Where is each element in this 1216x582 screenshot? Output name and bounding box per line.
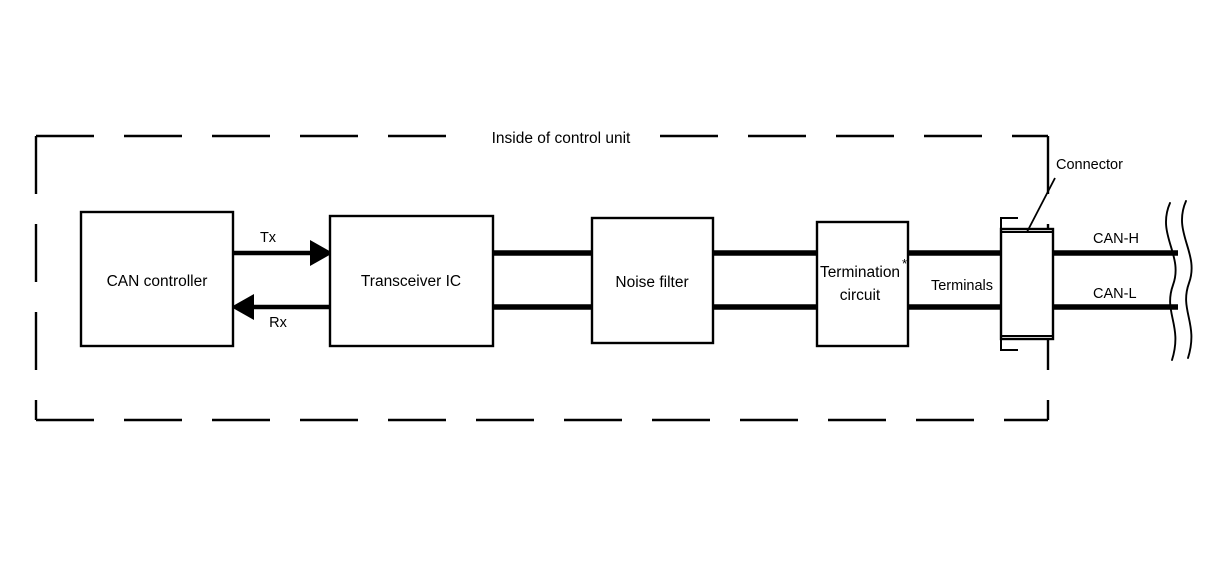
terminals-label: Terminals [931, 278, 993, 294]
connector-body [999, 217, 1055, 351]
harness-break-wave-1 [1165, 202, 1177, 361]
noise-filter-box [590, 216, 715, 345]
connector-leader-line [1026, 177, 1056, 233]
noise-filter-label: Noise filter [615, 274, 688, 291]
rx-arrow-head [231, 294, 254, 320]
block-transceiver-ic: Transceiver IC [328, 214, 495, 348]
harness-break-symbol [1165, 200, 1193, 361]
termination-circuit-footnote-asterisk: * [902, 256, 907, 271]
block-termination-circuit: Termination * circuit [815, 220, 910, 348]
termination-circuit-label-line2: circuit [840, 287, 881, 304]
tx-arrow-head [310, 240, 333, 266]
tx-label: Tx [260, 230, 277, 246]
block-can-controller: CAN controller [79, 210, 235, 348]
termination-circuit-box [815, 220, 910, 348]
harness-break-wave-2 [1181, 200, 1193, 359]
rx-label: Rx [269, 315, 287, 331]
connector-box [999, 227, 1055, 341]
rx-signal: Rx [231, 294, 332, 331]
connector-callout: Connector [1026, 157, 1123, 233]
transceiver-ic-box [328, 214, 495, 348]
connector-label: Connector [1056, 157, 1123, 173]
transceiver-ic-label: Transceiver IC [361, 273, 461, 290]
bus-wiring [490, 250, 1178, 310]
block-noise-filter: Noise filter [590, 216, 715, 345]
boundary-title: Inside of control unit [492, 130, 631, 147]
boundary-title-backdrop [462, 126, 660, 146]
connector-top-flange [1000, 217, 1018, 229]
termination-circuit-label-line1: Termination [820, 264, 900, 281]
connector-bottom-flange [1000, 339, 1018, 351]
tx-signal: Tx [232, 230, 333, 266]
can-controller-label: CAN controller [107, 273, 208, 290]
can-controller-box [79, 210, 235, 348]
can-l-label: CAN-L [1093, 286, 1137, 302]
can-h-label: CAN-H [1093, 231, 1139, 247]
